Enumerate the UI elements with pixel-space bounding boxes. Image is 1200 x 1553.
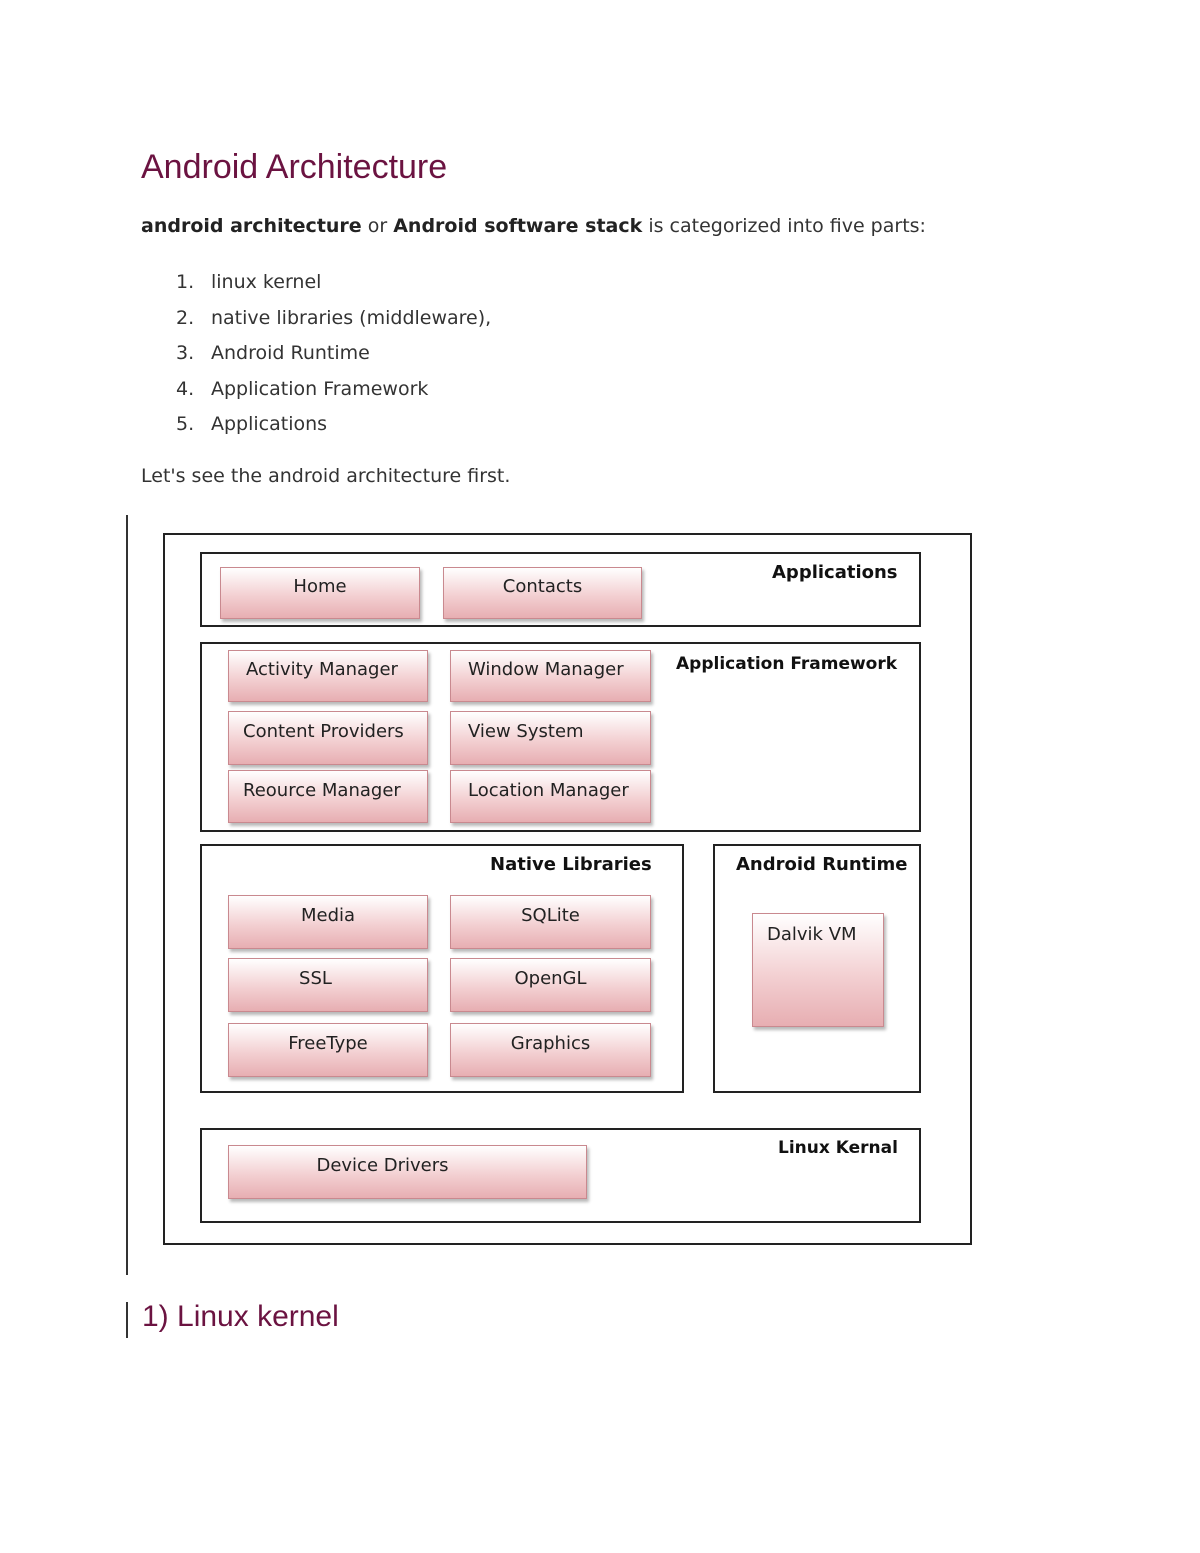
intro-bold-term-1: android architecture [141,215,362,237]
sqlite-box: SQLite [450,895,651,949]
margin-bar [126,515,128,1275]
dalvik-vm-box: Dalvik VM [752,913,884,1027]
list-number: 3. [176,342,195,364]
section-heading-linux-kernel: 1) Linux kernel [142,1300,339,1333]
resource-manager-box: Reource Manager [228,770,428,823]
list-item-text: linux kernel [211,271,322,293]
media-box: Media [228,895,428,949]
content-providers-box: Content Providers [228,711,428,765]
list-item-text: Android Runtime [211,342,370,364]
list-item: 3. Android Runtime [176,342,491,378]
freetype-box: FreeType [228,1023,428,1077]
android-runtime-label: Android Runtime [736,854,908,875]
linux-kernel-label: Linux Kernal [778,1138,898,1158]
list-item: 5. Applications [176,413,491,449]
lead-sentence: Let's see the android architecture first… [141,465,511,487]
contacts-box: Contacts [443,567,642,619]
list-item: 1. linux kernel [176,271,491,307]
list-item-text: native libraries (middleware), [211,306,492,329]
view-system-box: View System [450,711,651,765]
applications-label: Applications [772,562,898,583]
margin-bar [126,1302,128,1338]
parts-list: 1. linux kernel 2. native libraries (middl… [176,271,491,449]
list-item-text: Applications [211,413,328,435]
list-item: 2. native libraries (middleware), [176,307,491,343]
opengl-box: OpenGL [450,958,651,1012]
intro-bold-term-2: Android software stack [393,215,643,237]
ssl-box: SSL [228,958,428,1012]
intro-rest: is categorized into five parts: [642,215,926,237]
list-number: 4. [176,377,195,400]
page-title: Android Architecture [141,148,448,186]
activity-manager-box: Activity Manager [228,650,428,702]
intro-connector: or [361,215,394,237]
device-drivers-box: Device Drivers [228,1145,587,1199]
framework-label: Application Framework [676,654,898,674]
native-libraries-label: Native Libraries [490,854,652,875]
list-item: 4. Application Framework [176,378,491,414]
list-number: 2. [176,306,195,329]
list-number: 5. [176,413,195,435]
home-box: Home [220,567,420,619]
list-number: 1. [176,271,195,293]
location-manager-box: Location Manager [450,770,651,823]
graphics-box: Graphics [450,1023,651,1077]
intro-paragraph: android architecture or Android software… [141,215,926,237]
list-item-text: Application Framework [211,377,429,400]
window-manager-box: Window Manager [450,650,651,702]
